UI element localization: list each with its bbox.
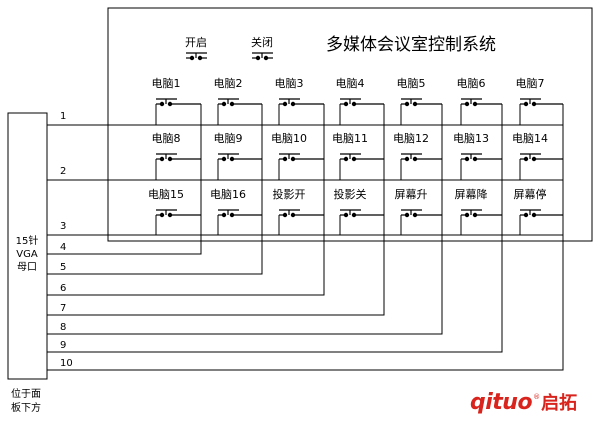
switch-label: 电脑1 <box>152 77 181 90</box>
switch-label: 屏幕升 <box>395 187 428 201</box>
switch-r3-c6: 屏幕降 <box>455 187 502 235</box>
switch-r2-c2: 电脑9 <box>214 132 262 180</box>
switch-r3-c3: 投影开 <box>273 187 324 235</box>
connector-label-line-3: 母口 <box>17 261 37 273</box>
connector-note-line-1: 位于面 <box>11 387 41 400</box>
pin-label-5: 5 <box>60 262 66 273</box>
switch-r3-c4: 投影关 <box>334 187 384 235</box>
column-wire-5 <box>47 104 443 335</box>
switch-r2-c4: 电脑11 <box>332 132 384 180</box>
column-wire-2 <box>47 104 263 275</box>
switch-grid: 电脑1 电脑2 电脑3 电脑4 电脑5 电脑6 电脑7 电脑8 电脑9 电脑10 电脑11 电脑12 电… <box>148 77 563 235</box>
power-on-switch: 开启 <box>185 36 207 61</box>
switch-label: 投影关 <box>334 187 367 201</box>
switch-label: 电脑2 <box>214 77 243 90</box>
pin-label-10: 10 <box>60 358 73 369</box>
connector-note-line-2: 板下方 <box>11 401 41 414</box>
switch-r2-c1: 电脑8 <box>152 132 201 180</box>
switch-label: 电脑5 <box>397 77 426 90</box>
power-off-switch: 关闭 <box>251 35 273 61</box>
switch-r1-c7: 电脑7 <box>516 77 563 125</box>
switch-r1-c3: 电脑3 <box>275 77 324 125</box>
panel-title: 多媒体会议室控制系统 <box>326 35 496 55</box>
switch-label: 屏幕降 <box>455 187 488 201</box>
switch-label: 屏幕停 <box>514 187 547 201</box>
column-wire-4 <box>47 104 385 316</box>
brand-logo-latin: qituo <box>470 389 533 415</box>
switch-label: 投影开 <box>273 187 306 201</box>
pin-label-9: 9 <box>60 340 66 351</box>
switch-label: 电脑9 <box>214 132 243 145</box>
switch-label: 电脑10 <box>271 132 307 145</box>
switch-r1-c5: 电脑5 <box>397 77 442 125</box>
switch-r2-c3: 电脑10 <box>271 132 324 180</box>
power-on-label: 开启 <box>185 36 207 49</box>
switch-label: 电脑15 <box>148 188 184 201</box>
switch-r2-c5: 电脑12 <box>393 132 442 180</box>
switch-r2-c6: 电脑13 <box>453 132 502 180</box>
column-wire-3 <box>47 104 325 296</box>
switch-r2-c7: 电脑14 <box>512 132 563 180</box>
switch-r3-c5: 屏幕升 <box>395 187 442 235</box>
switch-label: 电脑3 <box>275 77 304 90</box>
switch-r3-c1: 电脑15 <box>148 188 201 235</box>
switch-label: 电脑13 <box>453 132 489 145</box>
pin-label-4: 4 <box>60 242 66 253</box>
switch-r1-c4: 电脑4 <box>336 77 384 125</box>
brand-registered-mark: ® <box>533 393 541 401</box>
switch-label: 电脑14 <box>512 132 548 145</box>
switch-label: 电脑7 <box>516 77 545 90</box>
switch-label: 电脑11 <box>332 132 368 145</box>
switch-r3-c7: 屏幕停 <box>514 187 563 235</box>
column-wire-7 <box>47 104 564 371</box>
column-wire-1 <box>47 104 202 255</box>
pin-label-6: 6 <box>60 283 66 294</box>
switch-label: 电脑16 <box>210 188 246 201</box>
power-off-label: 关闭 <box>251 35 273 49</box>
switch-r1-c6: 电脑6 <box>457 77 502 125</box>
connector-label-line-2: VGA <box>16 249 38 260</box>
switch-label: 电脑4 <box>336 77 365 90</box>
switch-label: 电脑6 <box>457 77 486 90</box>
vga-connector-box <box>7 112 48 380</box>
switch-r3-c2: 电脑16 <box>210 188 262 235</box>
brand-logo: qituo ® 启拓 <box>470 388 577 416</box>
connector-label-line-1: 15针 <box>16 234 39 247</box>
switch-r1-c1: 电脑1 <box>152 77 201 125</box>
pin-label-3: 3 <box>60 221 66 232</box>
brand-logo-cjk: 启拓 <box>541 393 578 414</box>
column-wire-6 <box>47 104 503 353</box>
pin-label-2: 2 <box>60 166 66 177</box>
switch-label: 电脑8 <box>152 132 181 145</box>
pin-label-7: 7 <box>60 303 66 314</box>
switch-label: 电脑12 <box>393 132 429 145</box>
pin-label-8: 8 <box>60 322 66 333</box>
pin-label-1: 1 <box>60 111 66 122</box>
switch-r1-c2: 电脑2 <box>214 77 262 125</box>
